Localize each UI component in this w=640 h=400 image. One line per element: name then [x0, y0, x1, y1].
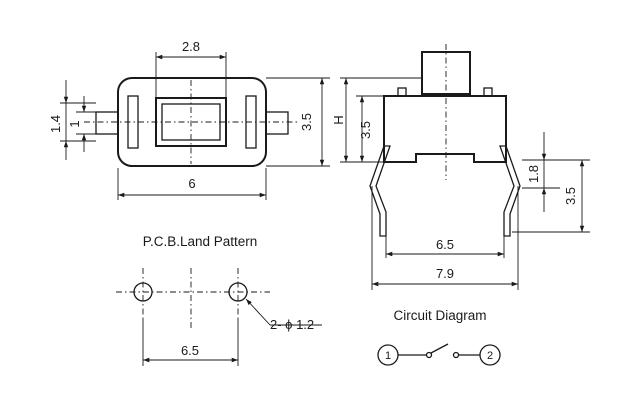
right-side-lead — [499, 145, 521, 237]
land-pattern: P.C.B.Land Pattern 2- ϕ 1.2 6.5 — [116, 234, 322, 366]
circuit-title: Circuit Diagram — [393, 308, 486, 323]
dim-left-outer: 1.4 — [48, 115, 63, 133]
pin2-circle — [479, 344, 501, 366]
switch-contact — [430, 343, 449, 354]
dim-pitch: 6.5 — [181, 343, 199, 358]
side-view: H 3.5 1.8 3.5 6.5 7.9 — [331, 44, 590, 290]
dim-top-width: 2.8 — [182, 39, 200, 54]
dim-lead-step: 1.8 — [526, 165, 541, 183]
side-body — [383, 95, 507, 163]
dim-body-height-top: 3.5 — [299, 113, 314, 131]
dim-outer-span: 7.9 — [436, 266, 454, 281]
pcb-hole-left — [133, 282, 153, 302]
dim-h: H — [331, 115, 346, 124]
dim-body-height-side: 3.5 — [358, 121, 373, 139]
dim-lead-total: 3.5 — [563, 187, 578, 205]
dim-inner-span: 6.5 — [436, 237, 454, 252]
circuit-diagram: Circuit Diagram 1 2 — [377, 308, 501, 366]
dim-hole: 2- ϕ 1.2 — [270, 317, 314, 332]
pin1-label: 1 — [385, 350, 391, 362]
left-side-lead — [369, 145, 391, 237]
right-lead — [265, 111, 289, 135]
dim-overall-width: 6 — [188, 176, 195, 191]
left-lead — [95, 111, 119, 135]
pcb-hole-right — [228, 282, 248, 302]
top-view: 2.8 6 3.5 1.4 1 — [48, 39, 330, 200]
land-pattern-title: P.C.B.Land Pattern — [143, 234, 258, 249]
pin2-label: 2 — [487, 350, 493, 362]
dim-left-inner: 1 — [67, 120, 82, 127]
